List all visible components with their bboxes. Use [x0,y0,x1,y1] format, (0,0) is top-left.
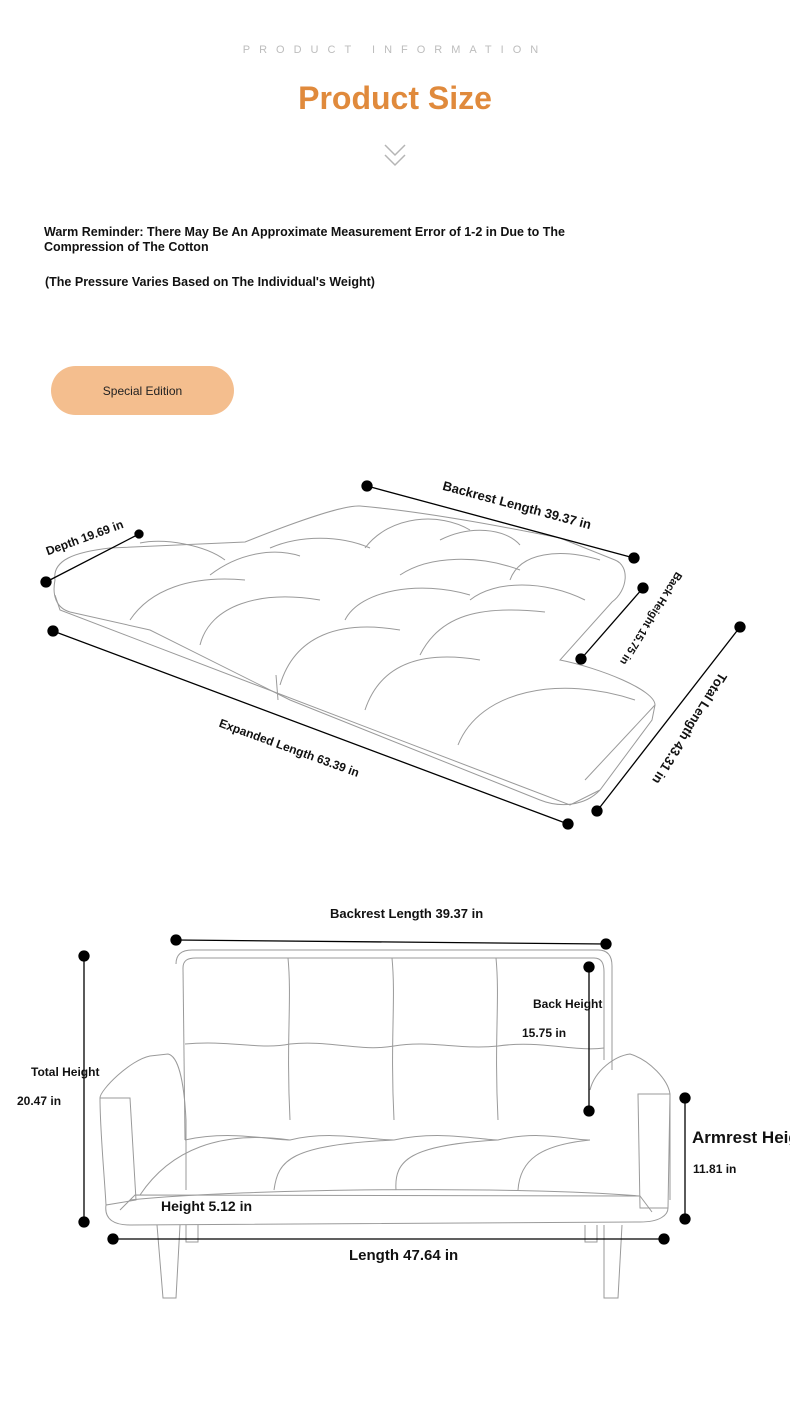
front-total-height-label: Total Height [31,1065,100,1079]
front-length-label: Length 47.64 in [349,1247,459,1264]
double-chevron-down-icon [384,144,406,167]
pressure-note: (The Pressure Varies Based on The Indivi… [45,275,375,289]
front-backrest-length-label: Backrest Length 39.37 in [330,906,484,921]
front-armrest-height-value: 11.81 in [693,1162,737,1176]
front-back-height-value: 15.75 in [522,1026,567,1040]
section-kicker: PRODUCT INFORMATION [242,44,548,56]
front-armrest-height-label: Armrest Height [692,1128,790,1147]
page-title: Product Size [298,80,492,116]
front-total-height-value: 20.47 in [17,1094,62,1108]
front-seat-height-label: Height 5.12 in [161,1198,253,1214]
front-back-height-label: Back Height [533,997,603,1011]
special-edition-button[interactable]: Special Edition [51,366,234,415]
warm-reminder: Warm Reminder: There May Be An Approxima… [44,225,565,254]
